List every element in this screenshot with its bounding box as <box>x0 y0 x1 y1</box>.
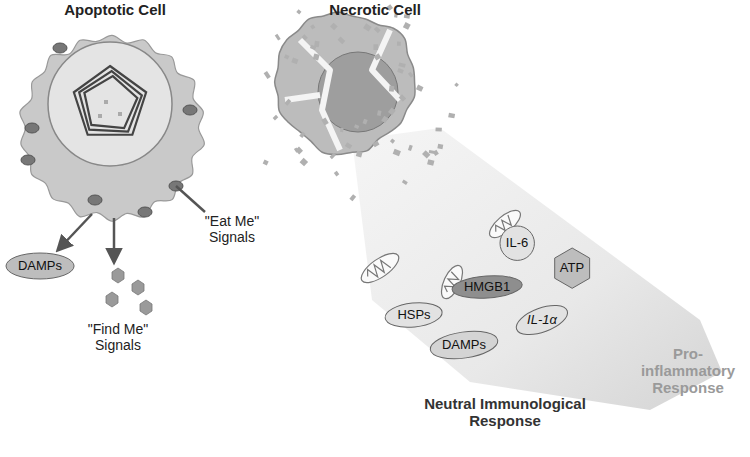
leader-line <box>176 186 205 212</box>
molecule-name: DAMPs <box>442 338 486 352</box>
molecule-name: IL-6 <box>506 236 528 250</box>
release-arrow <box>58 214 92 250</box>
apoptotic-cell <box>20 35 205 221</box>
molecule-ellipse: DAMPs <box>5 252 75 280</box>
molecule-circle: IL-6 <box>499 225 535 261</box>
response-label: Neutral Immunological Response <box>410 396 600 430</box>
molecule-name: HSPs <box>397 308 430 322</box>
molecule-name: ATP <box>560 261 584 275</box>
signal-label: "Eat Me" Signals <box>192 214 272 245</box>
necrotic-cell <box>263 4 459 201</box>
mitochondrion <box>357 206 525 302</box>
cell-heading: Apoptotic Cell <box>40 2 190 19</box>
response-label: Pro-inflammatory Response <box>630 346 746 396</box>
molecule-ellipse: DAMPs <box>429 331 499 359</box>
release-arrow <box>113 218 116 262</box>
molecule-name: HMGB1 <box>464 280 510 294</box>
molecule-ellipse: IL-1α <box>514 307 570 333</box>
signal-label: "Find Me" Signals <box>78 322 158 353</box>
find-me-molecules <box>106 268 152 315</box>
molecule-ellipse: HMGB1 <box>451 275 523 299</box>
molecule-ellipse: HSPs <box>384 302 443 328</box>
molecule-hexagon: ATP <box>551 247 593 289</box>
molecule-name: DAMPs <box>18 259 62 273</box>
molecule-name: IL-1α <box>527 313 557 327</box>
cell-heading: Necrotic Cell <box>300 2 450 19</box>
